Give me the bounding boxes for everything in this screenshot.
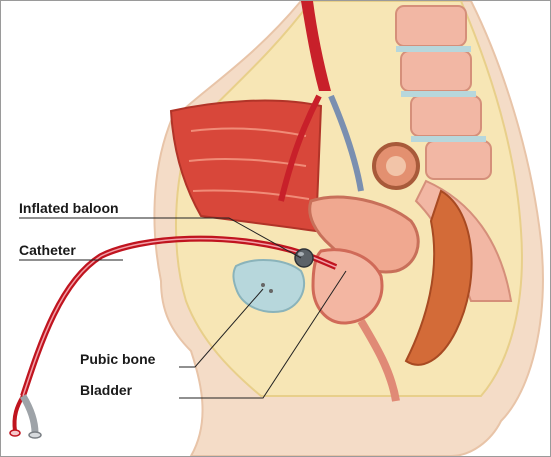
bladder-label: Bladder: [80, 382, 132, 398]
inflated-balloon: [295, 249, 313, 267]
catheter-label: Catheter: [19, 242, 76, 258]
pubic-bone-label: Pubic bone: [80, 351, 155, 367]
inflated-balloon-label: Inflated baloon: [19, 200, 119, 216]
